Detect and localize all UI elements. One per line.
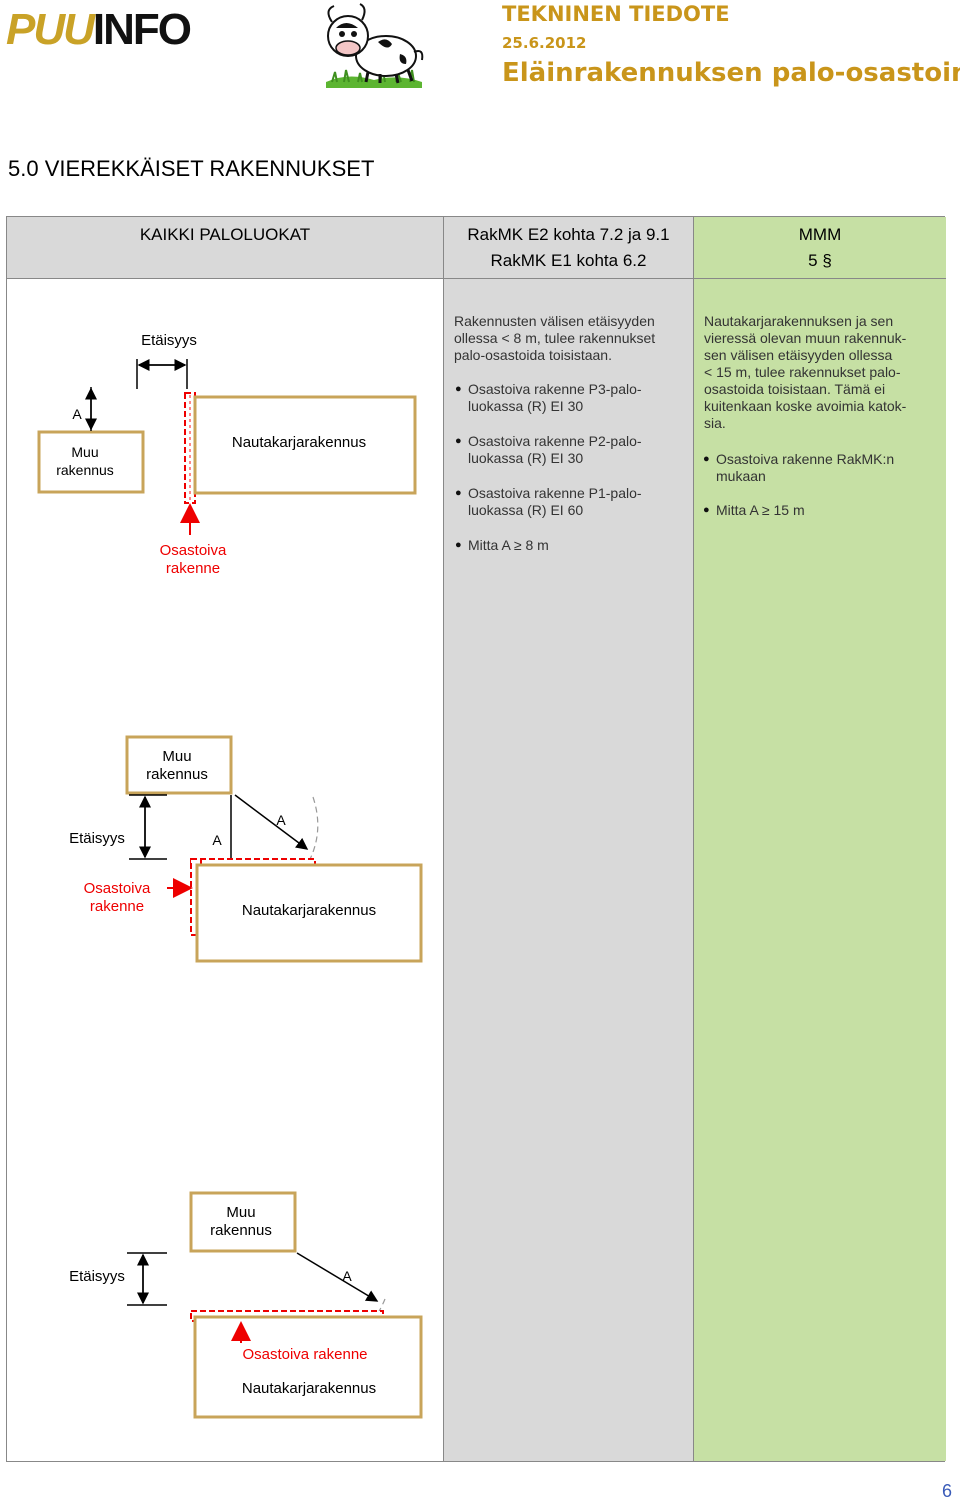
other-building-label-1: Muu xyxy=(71,444,98,460)
diagram-2: Muu rakennus Etäisyys A A Nautakarjarake… xyxy=(69,735,423,963)
col2-bullet-p2: ● Osastoiva rakenne P2-palo- luokassa (R… xyxy=(455,433,642,466)
diagram-column: KAIKKI PALOLUOKAT Muu rakennus A Etäisyy… xyxy=(7,217,443,1461)
col3-bullet-structure: ● Osastoiva rakenne RakMK:n mukaan xyxy=(703,451,895,484)
dim-a-left-label: A xyxy=(212,832,222,848)
col2-header-line1: RakMK E2 kohta 7.2 ja 9.1 xyxy=(467,225,670,244)
logo-info: INFO xyxy=(92,5,192,54)
col1-header: KAIKKI PALOLUOKAT xyxy=(7,217,443,279)
col3-header-line1: MMM xyxy=(798,225,842,244)
doc-type: TEKNINEN TIEDOTE xyxy=(502,2,730,26)
col2-bullet-p1: ● Osastoiva rakenne P1-palo- luokassa (R… xyxy=(455,485,642,518)
requirements-table: KAIKKI PALOLUOKAT Muu rakennus A Etäisyy… xyxy=(6,216,946,1462)
col1-header-text: KAIKKI PALOLUOKAT xyxy=(139,225,311,244)
col2-bullet-p3: ● Osastoiva rakenne P3-palo- luokassa (R… xyxy=(455,381,642,414)
cattle-building-box xyxy=(195,863,423,963)
section-title: 5.0 VIEREKKÄISET RAKENNUKSET xyxy=(8,156,375,181)
dim-a-label: A xyxy=(342,1268,352,1284)
col2-header: RakMK E2 kohta 7.2 ja 9.1 RakMK E1 kohta… xyxy=(444,217,693,279)
other-building-box xyxy=(189,1191,297,1253)
col3-bullet-distance: ● Mitta A ≥ 15 m xyxy=(703,502,805,518)
distance-label: Etäisyys xyxy=(141,332,197,349)
other-building-label-1: Muu xyxy=(226,1204,255,1221)
distance-label: Etäisyys xyxy=(69,830,125,847)
separating-label-2: rakenne xyxy=(166,560,220,577)
distance-label: Etäisyys xyxy=(69,1268,125,1285)
other-building-box xyxy=(37,430,145,494)
logo-puu: PUU xyxy=(6,5,95,54)
col2-header-line2: RakMK E1 kohta 6.2 xyxy=(490,251,647,270)
separating-label-1: Osastoiva xyxy=(160,542,227,559)
cattle-building-label: Nautakarjarakennus xyxy=(242,902,376,919)
diagram-3: Muu rakennus Etäisyys A Osastoiva rakenn… xyxy=(69,1191,423,1419)
cattle-building-label: Nautakarjarakennus xyxy=(242,1380,376,1397)
cow-illustration xyxy=(326,3,424,88)
page-number: 6 xyxy=(941,1481,952,1501)
separating-label-2: rakenne xyxy=(90,898,144,915)
col3-header: MMM 5 § xyxy=(694,217,946,279)
col2-bullet-distance: ● Mitta A ≥ 8 m xyxy=(455,537,549,553)
dim-a-right-label: A xyxy=(276,812,286,828)
other-building-box xyxy=(125,735,233,795)
cattle-building-box xyxy=(193,1315,423,1419)
cattle-building-box xyxy=(193,395,417,495)
diagram-1: Muu rakennus A Etäisyys Nautakarjarakenn… xyxy=(37,332,417,577)
separating-label-1: Osastoiva xyxy=(84,880,151,897)
cattle-building-label: Nautakarjarakennus xyxy=(232,434,366,451)
doc-date: 25.6.2012 xyxy=(502,34,587,52)
separating-label: Osastoiva rakenne xyxy=(242,1346,367,1363)
mmm-column: MMM 5 § Nautakarjarakennuksen ja sen vie… xyxy=(693,217,946,1461)
col2-intro: Rakennusten välisen etäisyyden ollessa <… xyxy=(454,313,656,363)
dim-a-label: A xyxy=(72,406,82,422)
other-building-label-2: rakennus xyxy=(210,1222,272,1239)
rakmk-column: RakMK E2 kohta 7.2 ja 9.1 RakMK E1 kohta… xyxy=(443,217,693,1461)
other-building-label-1: Muu xyxy=(162,748,191,765)
other-building-label-2: rakennus xyxy=(56,462,114,478)
doc-title: Eläinrakennuksen palo-osastointi xyxy=(502,58,960,88)
col3-intro: Nautakarjarakennuksen ja sen vieressä ol… xyxy=(704,313,907,431)
col3-header-line2: 5 § xyxy=(808,251,832,270)
other-building-label-2: rakennus xyxy=(146,766,208,783)
